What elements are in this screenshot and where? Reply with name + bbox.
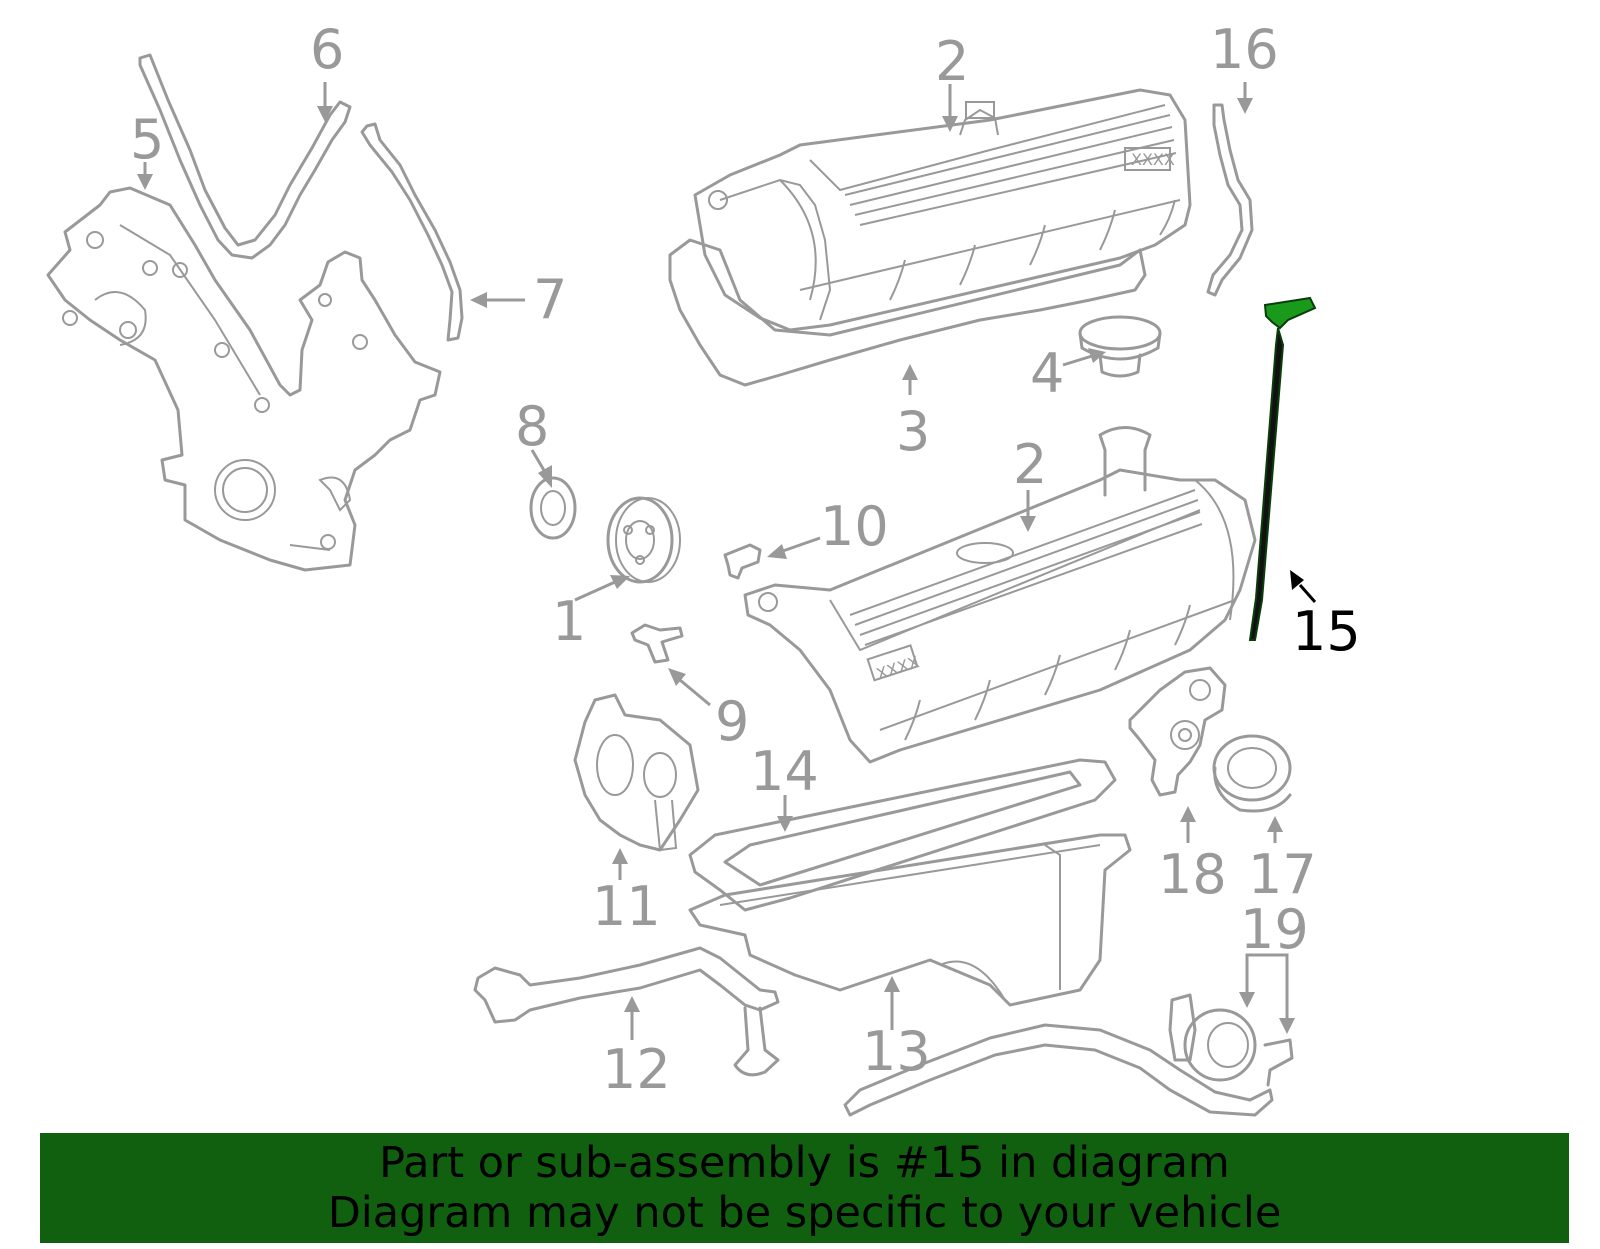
oil-pan-gasket-part	[688, 758, 1117, 912]
sensor-part-10	[723, 543, 762, 580]
callout-15: 15	[1292, 600, 1361, 663]
oil-pickup-tube-part	[473, 946, 780, 1077]
callout-1: 1	[552, 590, 586, 653]
valve-cover-top-part: XXXX	[693, 88, 1192, 332]
front-crank-seal-part	[529, 476, 577, 540]
callout-12: 12	[602, 1038, 671, 1101]
rear-seal-assembly-part	[843, 993, 1294, 1117]
oil-pan-part	[688, 833, 1132, 1007]
callout-7: 7	[533, 268, 567, 331]
oil-filter-part	[1212, 734, 1292, 813]
banner-line-disclaimer: Diagram may not be specific to your vehi…	[327, 1188, 1282, 1238]
callout-6: 6	[310, 18, 344, 81]
callout-17: 17	[1248, 843, 1317, 906]
callout-19: 19	[1240, 898, 1309, 961]
callout-13: 13	[862, 1020, 931, 1083]
callout-5: 5	[130, 108, 164, 171]
oil-filler-cap-part	[1078, 315, 1162, 378]
leader-lines	[137, 82, 1295, 1040]
callout-labels: 6 5 7 2 3 4 16 8 1 10 9 2 15 14 11 18 17…	[130, 18, 1361, 1101]
crankshaft-pulley-part	[606, 496, 681, 584]
engine-parts-diagram: XXXX	[46, 18, 1361, 1117]
callout-3: 3	[896, 400, 930, 463]
callout-16: 16	[1210, 18, 1279, 81]
cover-gasket-strip-part	[360, 122, 464, 342]
callout-8: 8	[515, 395, 549, 458]
callout-9: 9	[715, 690, 749, 753]
callout-18: 18	[1158, 843, 1227, 906]
valve-cover-lower-part: XXXX	[743, 426, 1257, 764]
dipstick-tube-part	[1206, 103, 1254, 297]
timing-cover-gasket-part	[138, 53, 352, 260]
valve-cover-gasket-part	[668, 238, 1147, 387]
callout-4: 4	[1030, 342, 1064, 405]
belt-tensioner-part	[1128, 666, 1227, 797]
banner-line-part-number: Part or sub-assembly is #15 in diagram	[379, 1138, 1230, 1188]
sensor-part-9	[630, 623, 684, 664]
callout-2-lower: 2	[1013, 433, 1047, 496]
callout-11: 11	[592, 875, 661, 938]
timing-cover-part	[46, 186, 442, 572]
info-banner: Part or sub-assembly is #15 in diagram D…	[40, 1133, 1569, 1243]
leader-line-15	[1290, 570, 1317, 603]
callout-14: 14	[750, 740, 819, 803]
oil-dipstick-part-highlighted	[1248, 296, 1317, 641]
callout-10: 10	[820, 495, 889, 558]
oil-pump-part	[573, 693, 700, 852]
valve-cover-lower-badge-text: XXXX	[874, 652, 922, 684]
callout-2-top: 2	[935, 30, 969, 93]
valve-cover-badge-text: XXXX	[1131, 150, 1175, 169]
